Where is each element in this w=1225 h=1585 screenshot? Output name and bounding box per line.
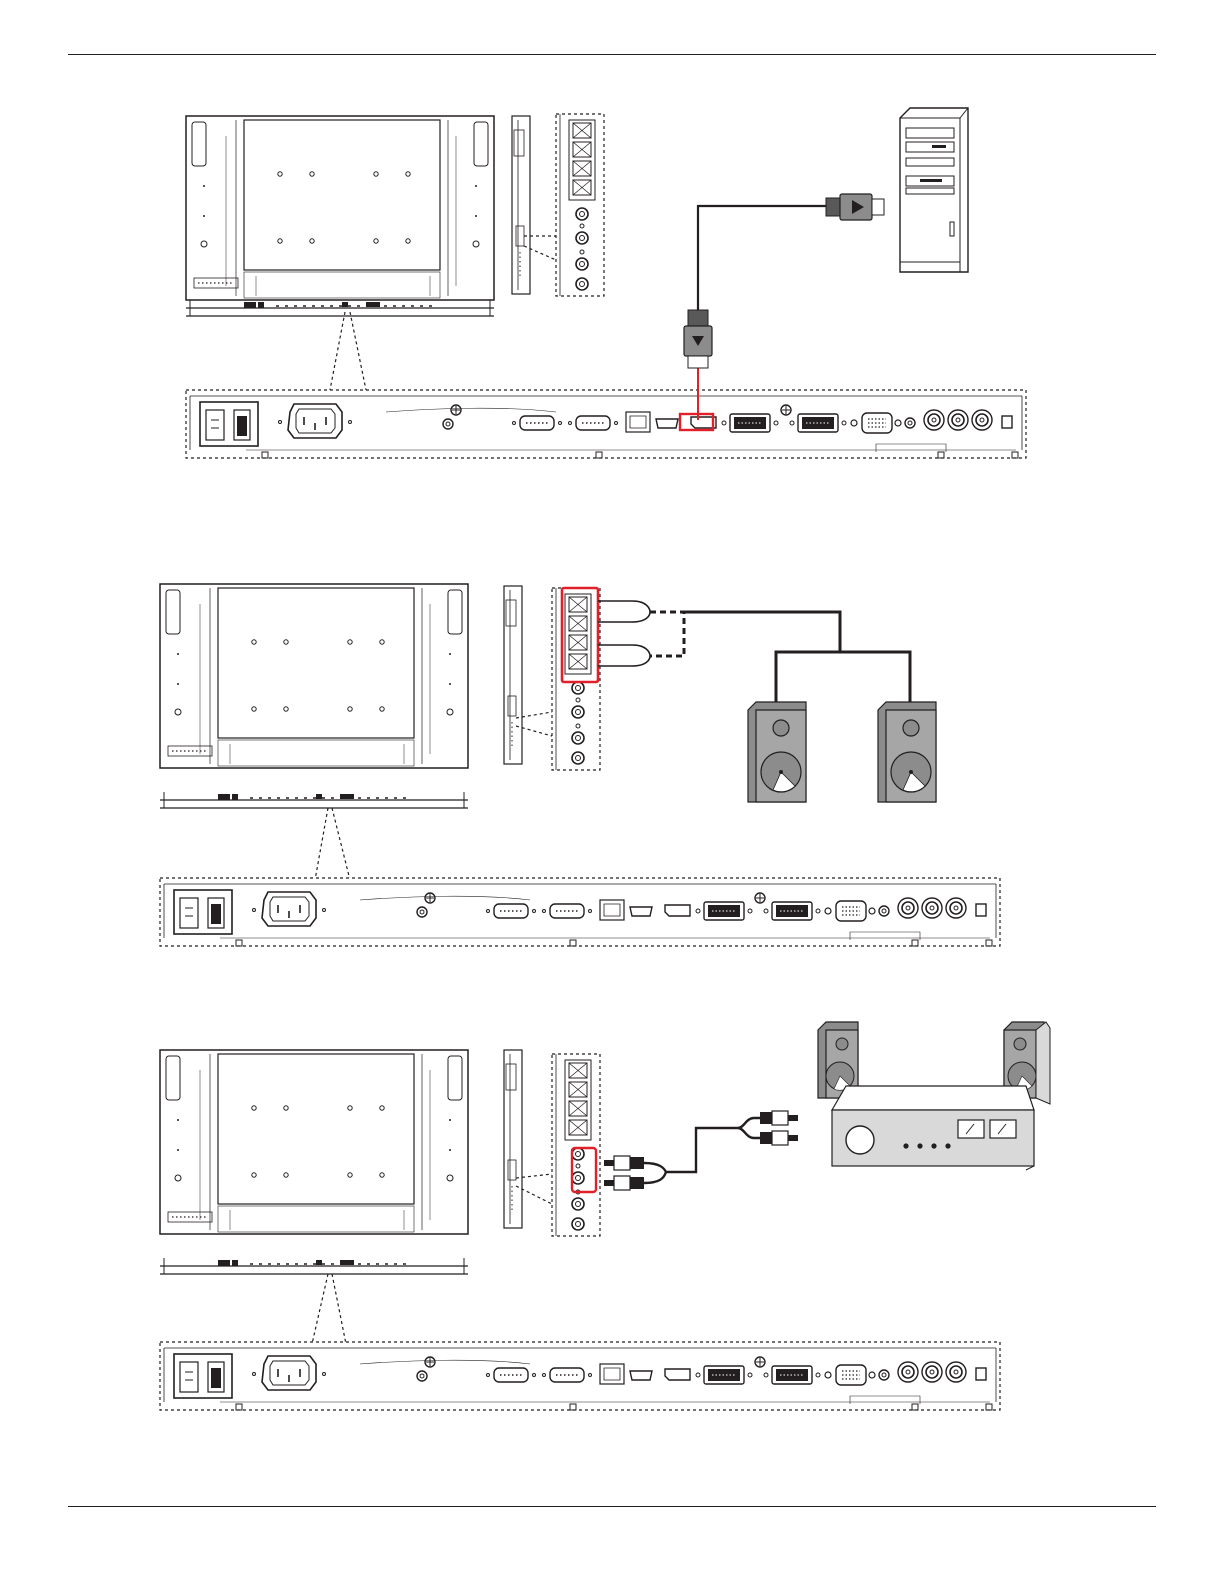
side-connector-strip <box>556 114 604 296</box>
audio-out-connection-diagram <box>160 1022 1050 1410</box>
monitor-rear-view <box>186 116 494 300</box>
monitor-rear-view <box>160 1050 468 1234</box>
monitor-bottom-view <box>186 300 494 316</box>
displayport-connection-diagram <box>186 108 1026 458</box>
speaker-icon <box>878 702 936 802</box>
displayport-cable <box>698 206 827 312</box>
external-speakers-connection-diagram <box>160 584 1000 946</box>
rca-plugs-amplifier <box>760 1111 798 1145</box>
bottom-connector-panel <box>160 878 1000 946</box>
bottom-connector-panel <box>186 390 1026 458</box>
rca-plugs-monitor <box>604 1156 644 1190</box>
rca-audio-cable <box>644 1118 760 1183</box>
speaker-wire <box>598 601 910 706</box>
monitor-rear-view <box>160 584 468 768</box>
pc-tower-icon <box>900 108 968 272</box>
monitor-side-view <box>504 1050 522 1228</box>
monitor-bottom-view <box>160 1258 468 1274</box>
monitor-side-view <box>504 586 522 764</box>
speaker-icon <box>748 702 806 802</box>
displayport-plug-pc <box>826 194 884 220</box>
bottom-connector-panel <box>160 1342 1000 1410</box>
displayport-plug <box>684 310 712 368</box>
side-connector-strip <box>552 588 600 770</box>
side-connector-strip <box>552 1054 600 1236</box>
monitor-side-view <box>512 116 530 294</box>
monitor-bottom-view <box>160 792 468 808</box>
amplifier-icon <box>832 1086 1034 1170</box>
